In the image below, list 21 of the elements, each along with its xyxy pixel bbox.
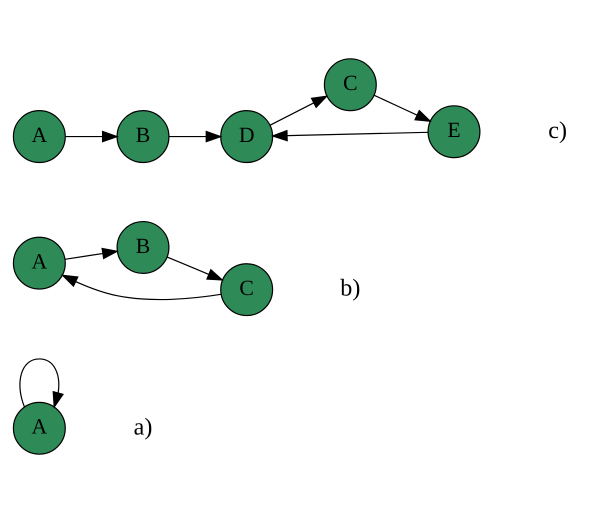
label: c) (548, 117, 568, 144)
label: a) (134, 414, 152, 440)
arrow (374, 94, 432, 122)
node-circle: A (12, 401, 66, 454)
arrow (270, 94, 328, 126)
node-circle: C (324, 58, 377, 111)
node-circle: A (12, 110, 66, 163)
arrow (60, 274, 222, 300)
arrow (64, 247, 119, 260)
node-circle: C (220, 262, 274, 316)
arrow (19, 358, 64, 408)
arrow (66, 130, 119, 142)
node-circle: D (220, 110, 274, 163)
node-circle: A (12, 236, 66, 290)
node-circle: B (116, 220, 170, 274)
arrow (166, 256, 224, 280)
arrow (270, 129, 428, 142)
arrow (169, 130, 223, 142)
label: b) (340, 275, 360, 302)
node-circle: E (427, 104, 480, 158)
node-circle: B (116, 110, 170, 163)
